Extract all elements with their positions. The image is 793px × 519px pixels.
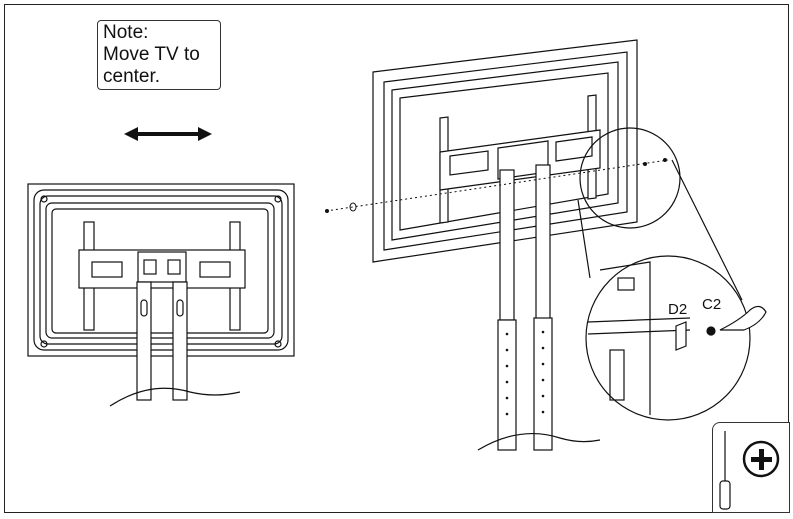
double-arrow-icon: [124, 127, 212, 141]
screwdriver-icon: [719, 431, 731, 510]
part-label-c2: C2: [702, 296, 721, 313]
left-stand-poles: [109, 281, 241, 407]
right-stand-poles: [477, 164, 601, 451]
zoom-callout: [577, 127, 767, 421]
right-wall-mount-bracket: [439, 94, 601, 224]
part-label-d2: D2: [668, 301, 687, 318]
left-wall-mount-bracket: [78, 221, 246, 331]
note-title: Note:: [103, 22, 149, 43]
screw-insertion-line: [325, 158, 669, 213]
note-line-2: center.: [103, 66, 161, 87]
note-line-1: Move TV to: [103, 44, 200, 65]
tool-indicator-box: [712, 422, 790, 513]
note-box: Note: Move TV to center.: [97, 20, 221, 90]
plus-circle-icon: [742, 440, 780, 478]
